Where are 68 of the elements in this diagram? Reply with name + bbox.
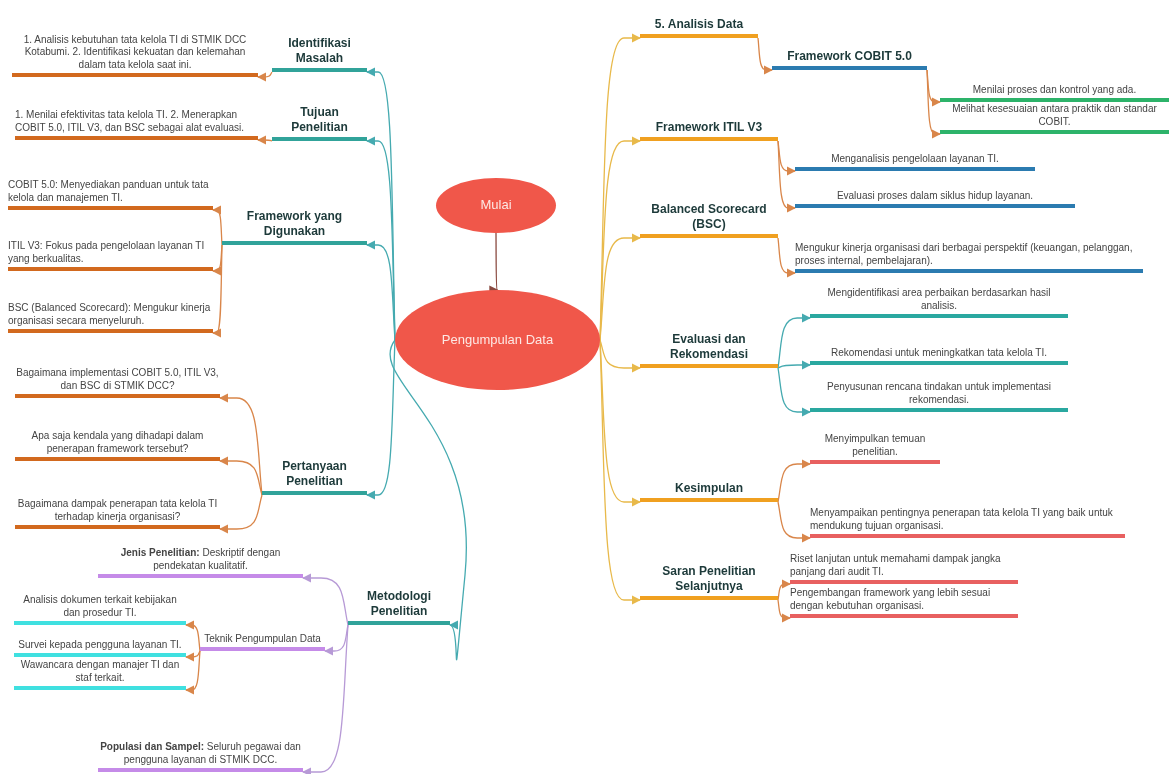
- topic-text: Identifikasi Masalah: [287, 36, 352, 66]
- branch-connector: [219, 494, 263, 534]
- subtopic: [940, 82, 1169, 102]
- topic-text: Mengidentifikasi area perbaikan berdasarkan hasil analisis.: [826, 287, 1052, 312]
- topic-text: Populasi dan Sampel: Seluruh pegawai dan pengguna layanan di STMIK DCC.: [99, 741, 302, 766]
- topic-text: Tujuan Penelitian: [290, 105, 349, 135]
- subtopic: [14, 595, 186, 625]
- topic-text: Teknik Pengumpulan Data: [203, 632, 322, 645]
- topic-text: 1. Analisis kebutuhan tata kelola TI di STMIK DCC Kotabumi. 2. Identifikasi kekuatan dan kelemahan dalam tata kelola saat ini.: [22, 33, 248, 71]
- topic-text: Wawancara dengan manajer TI dan staf terkait.: [19, 659, 181, 684]
- topic-text: Bagaimana implementasi COBIT 5.0, ITIL V3, dan BSC di STMIK DCC?: [15, 367, 220, 392]
- branch-connector: [219, 456, 263, 496]
- topic-text: Pengembangan framework yang lebih sesuai dengan kebutuhan organisasi.: [790, 587, 992, 612]
- branch-connector: [185, 650, 201, 662]
- topic-text: 5. Analisis Data: [653, 17, 745, 32]
- subtopic: [790, 586, 1018, 618]
- branch-connector: [926, 69, 941, 139]
- topic-text: ITIL V3: Fokus pada pengelolaan layanan TI yang berkualitas.: [8, 240, 206, 265]
- branch-connector: [777, 237, 796, 278]
- topic-text: Evaluasi dan Rekomendasi: [669, 332, 749, 362]
- branch-connector: [185, 620, 201, 652]
- branch-connector: [185, 650, 201, 695]
- topic-text: Bagaimana dampak penerapan tata kelola TI terhadap kinerja organisasi?: [16, 498, 219, 523]
- topic-text: BSC (Balanced Scorecard): Mengukur kinerja organisasi secara menyeluruh.: [8, 302, 212, 327]
- branch-connector: [777, 140, 796, 213]
- topic-text: Metodologi Penelitian: [366, 589, 432, 619]
- topic-text: Menyimpulkan temuan penelitian.: [823, 433, 927, 458]
- subtopic: [14, 660, 186, 690]
- branch-connector: [257, 71, 273, 82]
- topic-text: Pertanyaan Penelitian: [281, 459, 348, 489]
- topic-text: Penyusunan rencana tindakan untuk implementasi rekomendasi.: [825, 381, 1052, 406]
- subtopic: [940, 104, 1169, 134]
- branch-connector: [777, 459, 811, 503]
- topic-text: Kesimpulan: [674, 481, 744, 496]
- topic-text: Framework ITIL V3: [654, 120, 764, 135]
- topic-text: Mulai: [480, 197, 512, 214]
- topic-text: Menilai proses dan kontrol yang ada.: [971, 83, 1138, 96]
- branch-connector: [302, 573, 349, 626]
- branch-connector: [777, 313, 811, 369]
- topic-text: Balanced Scorecard (BSC): [650, 202, 768, 232]
- topic-text: Evaluasi proses dalam siklus hidup layanan.: [835, 189, 1035, 202]
- topic-text: Survei kepada pengguna layanan TI.: [17, 638, 183, 651]
- topic-text: Framework yang Digunakan: [245, 209, 344, 239]
- branch-connector: [777, 367, 811, 417]
- branch-connector: [257, 135, 273, 145]
- topic-text: Menyampaikan pentingnya penerapan tata kelola TI yang baik untuk mendukung tujuan organisasi.: [810, 507, 1114, 532]
- branch-connector: [777, 579, 791, 601]
- branch-connector: [777, 360, 811, 370]
- branch-connector: [302, 624, 349, 774]
- topic-text: Riset lanjutan untuk memahami dampak jangka panjang dari audit TI.: [790, 553, 1002, 578]
- branch-connector: [389, 339, 467, 661]
- topic-text: Saran Penelitian Selanjutnya: [661, 564, 757, 594]
- topic-text: Framework COBIT 5.0: [786, 49, 913, 64]
- topic-text: Jenis Penelitian: Deskriptif dengan pendekatan kualitatif.: [119, 547, 282, 572]
- branch-connector: [757, 37, 773, 75]
- topic-text: Analisis dokumen terkait kebijakan dan prosedur TI.: [22, 594, 178, 619]
- branch-connector: [212, 205, 223, 246]
- topic-text: Pengumpulan Data: [441, 331, 554, 349]
- branch-connector: [777, 501, 811, 543]
- topic-text: Apa saja kendala yang dihadapi dalam penerapan framework tersebut?: [30, 430, 205, 455]
- topic-text: Rekomendasi untuk meningkatkan tata kelola TI.: [829, 346, 1049, 359]
- topic-text: 1. Menilai efektivitas tata kelola TI. 2. Menerapkan COBIT 5.0, ITIL V3, dan BSC sebagai alat evaluasi.: [15, 109, 245, 134]
- topic-text: Mengukur kinerja organisasi dari berbagai perspektif (keuangan, pelanggan, proses internal, pembelajaran).: [795, 242, 1134, 267]
- topic-text: Menganalisis pengelolaan layanan TI.: [830, 152, 1000, 165]
- branch-connector: [777, 599, 791, 623]
- topic-text: Melihat kesesuaian antara praktik dan standar COBIT.: [951, 103, 1158, 128]
- branch-connector: [212, 244, 223, 338]
- topic-text: COBIT 5.0: Menyediakan panduan untuk tata kelola dan manajemen TI.: [8, 179, 210, 204]
